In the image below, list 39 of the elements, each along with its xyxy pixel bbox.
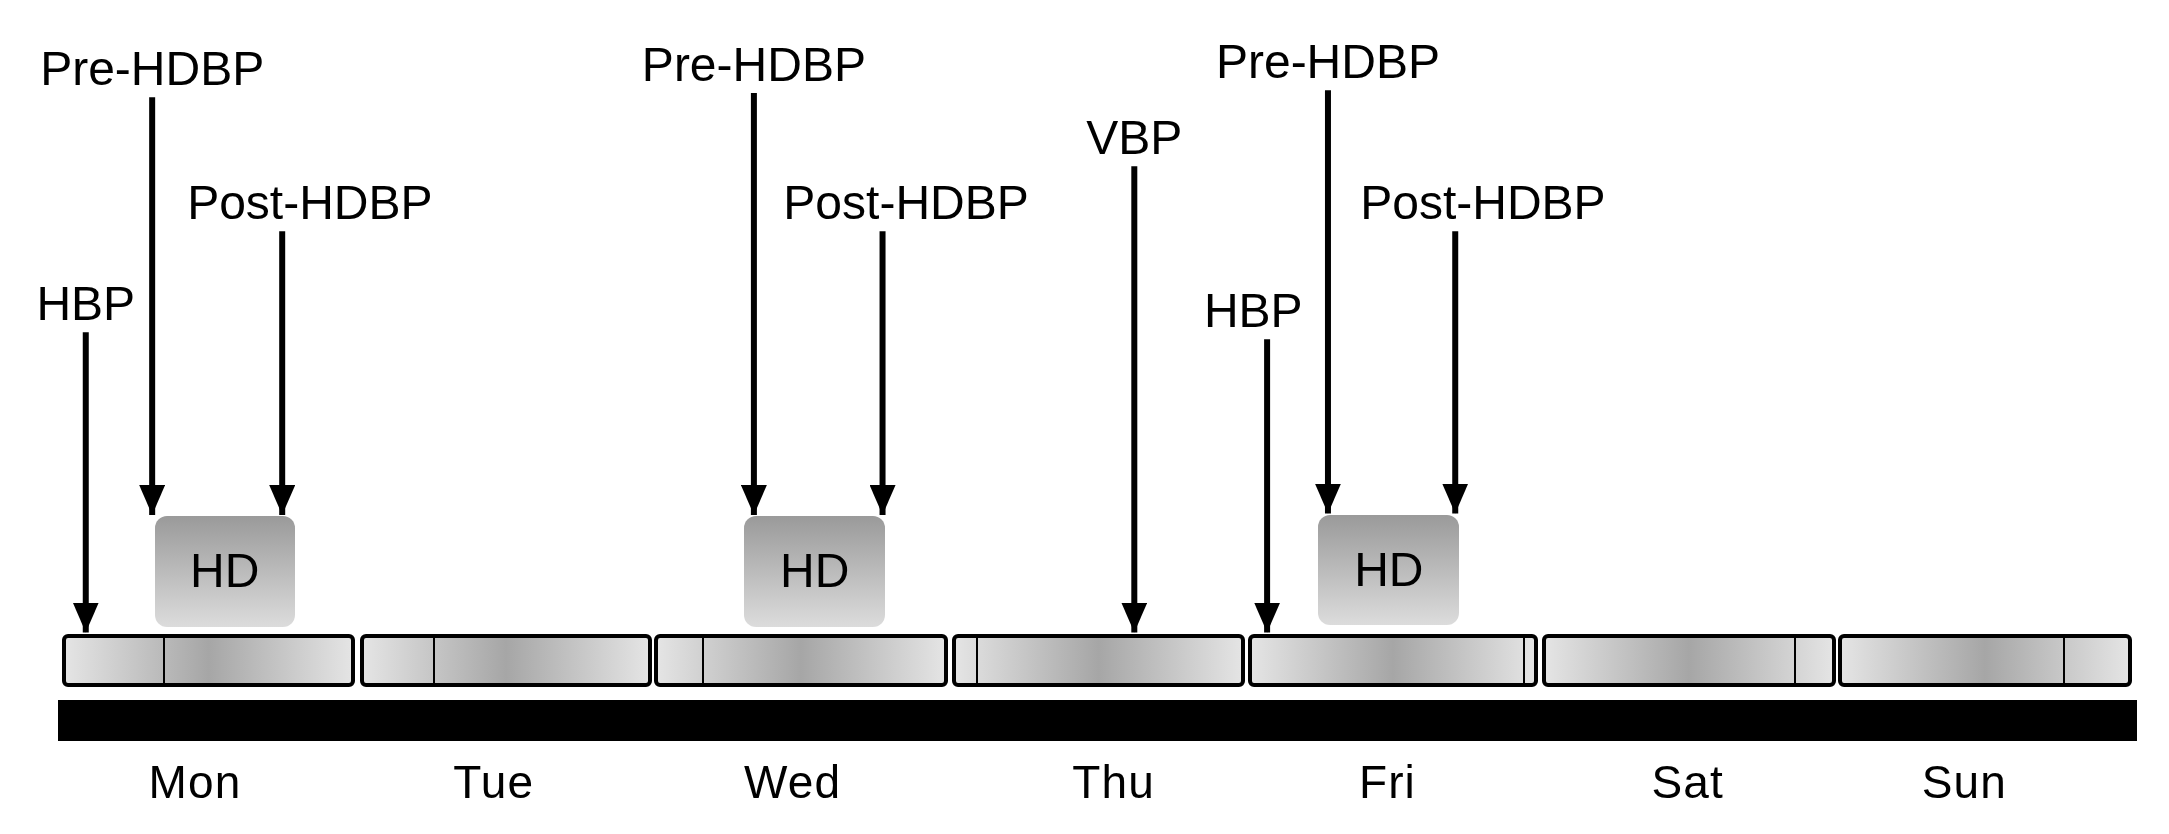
- arrow: [1314, 90, 1341, 514]
- measurement-label: HBP: [36, 280, 136, 329]
- day-label: Thu: [1072, 758, 1155, 805]
- session-box: [1318, 514, 1460, 626]
- session-label: HD: [1354, 545, 1424, 594]
- day-segment-bar: [359, 633, 652, 688]
- day-segment-bar: [1247, 633, 1539, 688]
- day-segment-bar: [1542, 633, 1836, 688]
- arrow: [1254, 339, 1281, 633]
- day-label: Tue: [453, 758, 535, 805]
- day-segment-bar: [62, 633, 356, 688]
- session-box: [744, 515, 886, 627]
- day-segment-bar: [1838, 633, 2132, 688]
- measurement-label: Pre-HDBP: [641, 41, 866, 89]
- session-box: [154, 515, 295, 627]
- day-label: Fri: [1358, 758, 1416, 805]
- day-label: Mon: [148, 758, 242, 805]
- arrow: [139, 97, 166, 515]
- arrow: [1121, 166, 1148, 633]
- day-label: Sun: [1921, 758, 2007, 805]
- day-segment-bar: [654, 633, 948, 688]
- measurement-label: Post-HDBP: [1360, 179, 1606, 228]
- measurement-label: Post-HDBP: [783, 179, 1029, 228]
- session-label: HD: [190, 547, 260, 596]
- session-label: HD: [780, 547, 850, 596]
- arrow: [269, 231, 296, 515]
- measurement-label: HBP: [1203, 287, 1303, 336]
- arrow: [740, 93, 767, 515]
- day-segment-bar: [951, 633, 1245, 688]
- day-label: Sat: [1651, 758, 1724, 805]
- timeline-bar: [58, 699, 2138, 742]
- arrow: [869, 231, 896, 515]
- measurement-label: VBP: [1086, 114, 1183, 163]
- measurement-label: Pre-HDBP: [40, 45, 265, 94]
- measurement-label: Post-HDBP: [187, 179, 433, 228]
- day-label: Wed: [744, 758, 842, 805]
- arrow: [1442, 231, 1469, 514]
- arrow: [72, 332, 99, 633]
- measurement-label: Pre-HDBP: [1215, 38, 1440, 87]
